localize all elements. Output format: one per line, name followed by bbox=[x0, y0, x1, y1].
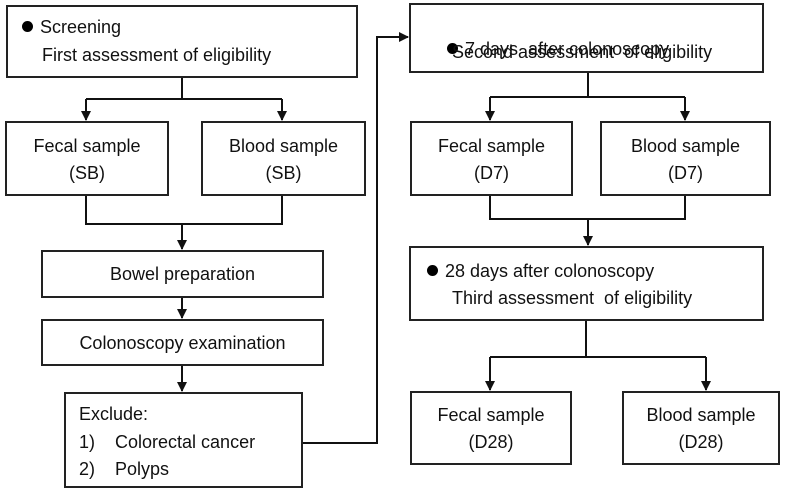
bullet-icon bbox=[427, 265, 438, 276]
fecal-sample-d7-code: (D7) bbox=[474, 163, 509, 183]
blood-sample-sb-label: Blood sample bbox=[228, 136, 339, 156]
d28-title: 28 days after colonoscopy bbox=[445, 261, 655, 281]
connector-sb-merge bbox=[85, 195, 283, 225]
fecal-sample-d7-box: Fecal sample (D7) bbox=[410, 121, 573, 196]
exclude-title: Exclude: bbox=[79, 404, 149, 424]
colonoscopy-examination-box: Colonoscopy examination bbox=[41, 319, 324, 366]
fecal-sample-d28-label: Fecal sample bbox=[437, 405, 545, 425]
bullet-icon bbox=[22, 21, 33, 32]
blood-sample-sb-box: Blood sample (SB) bbox=[201, 121, 366, 196]
d28-subtitle: Third assessment of eligibility bbox=[452, 288, 693, 308]
blood-sample-d7-code: (D7) bbox=[668, 163, 703, 183]
blood-sample-d7-label: Blood sample bbox=[630, 136, 741, 156]
d7-title-line: 7 days after colonoscopy bbox=[427, 13, 669, 85]
bowel-preparation-box: Bowel preparation bbox=[41, 250, 324, 298]
blood-sample-d28-label: Blood sample bbox=[646, 405, 756, 425]
blood-sample-d7-box: Blood sample (D7) bbox=[600, 121, 771, 196]
fecal-sample-d28-code: (D28) bbox=[468, 432, 514, 452]
d28-assessment-box: 28 days after colonoscopy Third assessme… bbox=[409, 246, 764, 321]
screening-title-line: Screening bbox=[22, 15, 121, 39]
d7-assessment-box: 7 days after colonoscopy Second assessme… bbox=[409, 3, 764, 73]
blood-sample-sb-code: (SB) bbox=[265, 163, 302, 183]
screening-title: Screening bbox=[40, 17, 122, 37]
fecal-sample-sb-label: Fecal sample bbox=[33, 136, 141, 156]
connector-d7-split bbox=[490, 72, 685, 98]
screening-subtitle: First assessment of eligibility bbox=[42, 45, 272, 65]
blood-sample-d28-code: (D28) bbox=[678, 432, 724, 452]
blood-sample-d28-box: Blood sample (D28) bbox=[622, 391, 780, 465]
connector-d7-merge bbox=[489, 195, 686, 220]
bullet-icon bbox=[447, 43, 459, 54]
colonoscopy-examination-label: Colonoscopy examination bbox=[79, 333, 286, 353]
connector-screening-split bbox=[86, 77, 282, 100]
connector-d28-split bbox=[490, 320, 706, 358]
exclude-item-colorectal-cancer: 1) Colorectal cancer bbox=[79, 432, 256, 452]
d28-title-line: 28 days after colonoscopy bbox=[427, 259, 654, 283]
screening-box: Screening First assessment of eligibilit… bbox=[6, 5, 358, 78]
arrow-exclude-to-d7 bbox=[302, 32, 409, 444]
fecal-sample-d28-box: Fecal sample (D28) bbox=[410, 391, 572, 465]
fecal-sample-d7-label: Fecal sample bbox=[437, 136, 546, 156]
exclude-box: Exclude: 1) Colorectal cancer 2) Polyps bbox=[64, 392, 303, 488]
fecal-sample-sb-box: Fecal sample (SB) bbox=[5, 121, 169, 196]
fecal-sample-sb-code: (SB) bbox=[69, 163, 105, 183]
d7-title: 7 days after colonoscopy bbox=[465, 39, 670, 59]
exclude-item-polyps: 2) Polyps bbox=[79, 459, 170, 479]
d7-subtitle: Second assessment of eligibility bbox=[452, 42, 713, 62]
bowel-preparation-label: Bowel preparation bbox=[109, 264, 256, 284]
